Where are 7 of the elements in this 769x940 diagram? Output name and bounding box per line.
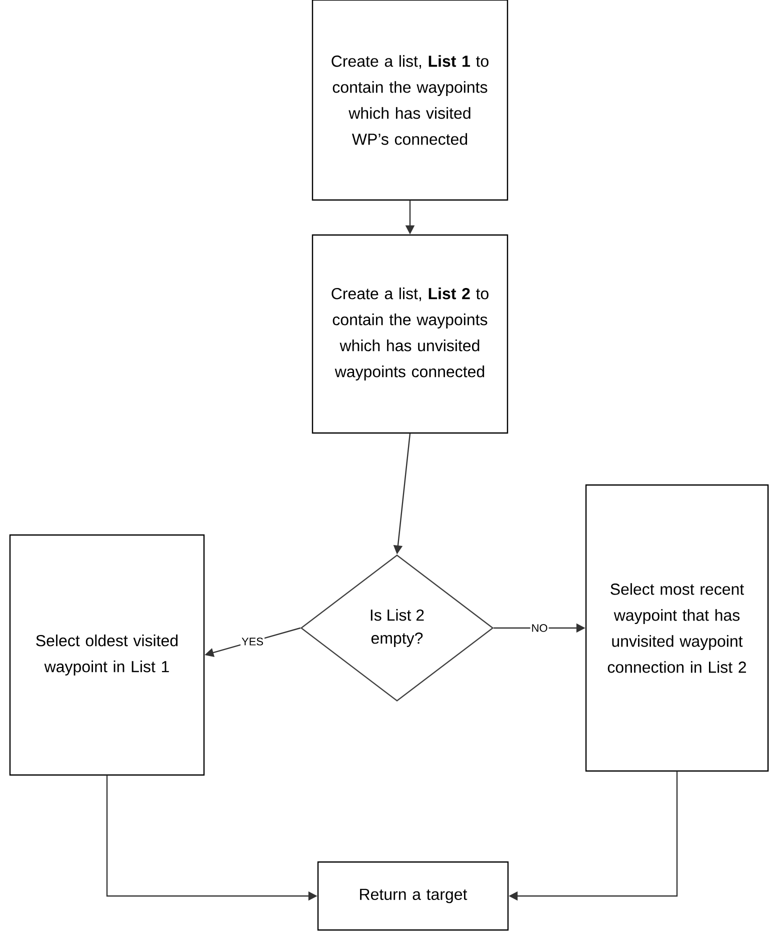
process-box: Create a list, List 2 to contain the waypoints which has unvisited waypoints connected	[312, 234, 508, 434]
edge-label: YES	[240, 636, 264, 646]
process-box: Return a target	[317, 861, 509, 931]
process-box: Select oldest visited waypoint in List 1	[9, 534, 205, 776]
process-box: Create a list, List 1 to contain the waypoints which has visited WP’s connected	[312, 0, 508, 201]
process-box: Select most recent waypoint that has unvisited waypoint connection in List 2	[585, 484, 769, 772]
edge-label: NO	[530, 623, 549, 633]
